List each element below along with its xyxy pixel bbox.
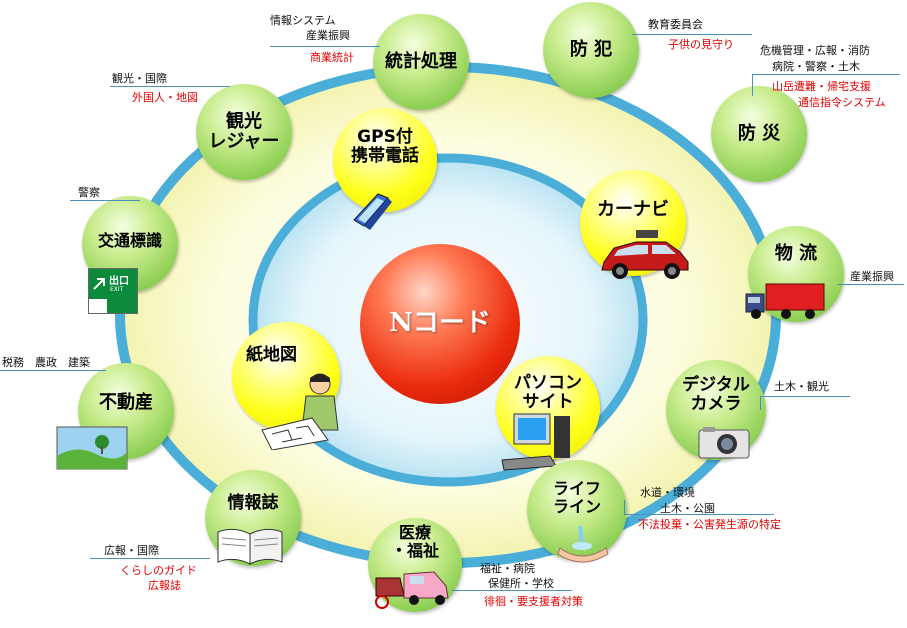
exit-sign-subtext: EXIT: [110, 286, 124, 293]
node-digital-camera-label: デジタル カメラ: [682, 375, 750, 415]
node-disaster-prevention-label: 防 災: [737, 122, 781, 144]
leader-lifeline-vertical: [624, 500, 625, 514]
annot-statistics-2: 産業振興: [306, 29, 350, 42]
car-icon: [601, 230, 689, 279]
landscape-photo-icon: [56, 426, 128, 470]
ncode-center-label: Nコード: [389, 308, 491, 339]
annot-logistics-1: 産業振興: [850, 270, 894, 283]
annot-disaster-2: 病院・警察・土木: [772, 60, 860, 73]
exit-sign-stripe: [107, 299, 137, 313]
welfare-vehicle-icon: [375, 571, 449, 609]
annot-traffic-1: 警察: [78, 186, 100, 199]
annot-info-magazine-hl-2: 広報誌: [148, 579, 181, 592]
annot-disaster-hl-2: 通信指令システム: [798, 96, 886, 109]
annot-tourism-hl-1: 外国人・地図: [132, 91, 198, 104]
annot-statistics-1: 情報システム: [270, 14, 336, 27]
leader-crime-prevention: [632, 34, 752, 35]
annot-crime-hl-1: 子供の見守り: [668, 38, 734, 51]
exit-arrow-icon: [93, 278, 105, 290]
open-book-icon: [217, 528, 283, 565]
node-logistics-label: 物 流: [774, 243, 818, 264]
annot-lifeline-2: 土木・公園: [660, 502, 715, 515]
node-traffic-sign-label: 交通標識: [97, 231, 162, 250]
exit-sign: 出口 EXIT: [88, 268, 138, 314]
annot-crime-1: 教育委員会: [648, 18, 703, 31]
person-with-map-icon: [261, 373, 339, 450]
node-crime-prevention-label: 防 犯: [569, 38, 613, 60]
annot-info-magazine-hl-1: くらしのガイド: [120, 564, 197, 577]
node-crime-prevention: 防 犯: [543, 2, 639, 98]
leader-medical: [452, 590, 572, 591]
annot-camera-1: 土木・観光: [774, 380, 829, 393]
leader-logistics: [838, 284, 904, 285]
node-gps-phone-label: GPS付 携帯電話: [351, 127, 419, 167]
exit-sign-text: 出口: [109, 276, 129, 287]
annot-tourism-1: 観光・国際: [112, 72, 167, 85]
leader-statistics: [270, 46, 380, 47]
annot-info-magazine-1: 広報・国際: [104, 544, 159, 557]
leader-camera: [760, 396, 850, 397]
leader-lifeline: [624, 514, 774, 515]
leader-disaster-vertical: [752, 74, 753, 96]
leader-disaster-prevention: [752, 74, 900, 75]
exit-sign-green: 出口 EXIT: [89, 269, 137, 299]
node-lifeline-label: ライフ ライン: [552, 479, 601, 516]
node-car-navi-label: カーナビ: [597, 199, 669, 220]
node-statistics-label: 統計処理: [385, 50, 457, 72]
annot-medical-1: 福祉・病院: [480, 562, 535, 575]
node-real-estate-label: 不動産: [99, 392, 153, 413]
leader-real-estate: [0, 370, 106, 371]
node-statistics: 統計処理: [373, 14, 469, 110]
leader-camera-vertical: [760, 396, 761, 410]
node-medical-welfare-label: 医療 ・福祉: [390, 523, 439, 560]
node-tourism-leisure: 観光 レジャー: [196, 84, 292, 180]
annot-statistics-hl-1: 商業統計: [310, 51, 354, 64]
node-gps-phone: GPS付 携帯電話: [333, 108, 437, 212]
mobile-phone-icon: [353, 193, 392, 230]
node-disaster-prevention: 防 災: [711, 86, 807, 182]
leader-tourism: [110, 86, 230, 87]
truck-icon: [745, 283, 825, 319]
ncode-center: Nコード: [360, 244, 520, 404]
annot-lifeline-1: 水道・環境: [640, 486, 695, 499]
annot-real-estate-1: 税務 農政 建築: [2, 356, 90, 369]
annot-lifeline-hl-1: 不法投棄・公害発生源の特定: [638, 518, 781, 531]
node-tourism-leisure-label: 観光 レジャー: [208, 110, 280, 152]
leader-traffic: [70, 200, 140, 201]
annot-medical-2: 保健所・学校: [488, 577, 554, 590]
camera-icon: [698, 427, 750, 459]
node-pc-site-label: パソコン サイト: [514, 373, 582, 413]
annot-disaster-1: 危機管理・広報・消防: [760, 44, 870, 57]
annot-medical-hl-1: 徘徊・要支援者対策: [484, 595, 583, 608]
water-hands-icon: [557, 525, 609, 563]
node-info-magazine-label: 情報誌: [227, 493, 279, 513]
node-paper-map-label: 紙地図: [246, 345, 297, 365]
annot-disaster-hl-1: 山岳遭難・帰宅支援: [772, 80, 871, 93]
leader-info-magazine: [90, 558, 210, 559]
